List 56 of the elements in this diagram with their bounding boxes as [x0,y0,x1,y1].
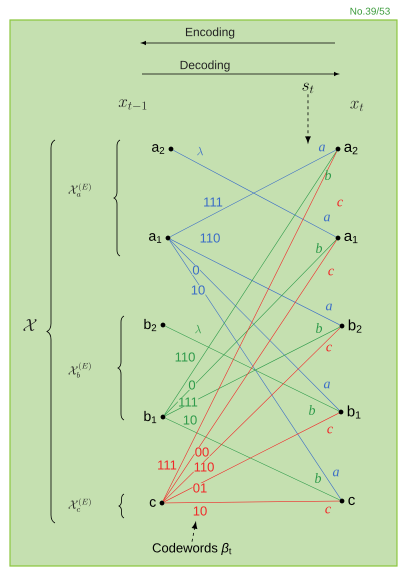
connector-line [164,328,340,502]
symbol-label: a [324,214,330,222]
connector-line [170,238,340,326]
state-label: b$_{2}$ [348,319,362,333]
edge-label: 0 [188,380,196,390]
symbol-label: b [316,243,322,253]
state-label: a$_{2}$ [344,144,358,154]
symbol-label: a [332,470,339,476]
state-label: a$_{1}$ [344,232,358,244]
symbol-label: $x_t$ [350,100,364,112]
direction-label: Encoding [186,27,234,39]
symbol-label: c [337,200,343,206]
connector-line [162,151,338,501]
edge-label: 111 [178,397,198,407]
page-number: No.39/53 [350,7,390,15]
symbol-label: a [326,304,332,310]
edge-label: 10 [192,506,208,516]
symbol-label: c [325,506,331,514]
symbol-label: $s_t$ [302,82,314,94]
edge-label: 110 [199,233,221,243]
direction-label: Decoding [180,60,230,72]
state-label: c [348,496,355,506]
symbol-label: b [309,405,316,415]
state-label: b$_{2}$ [144,318,156,332]
symbol-label: c [328,268,334,276]
symbol-label: a [318,144,325,152]
arrow [192,522,198,542]
connector-line [164,500,340,504]
state-label: a$_{2}$ [152,144,164,154]
edge-label: 110 [193,462,215,472]
edge-label: 10 [182,415,198,425]
edge-label: 00 [194,447,210,457]
symbol-label: c [327,426,333,434]
connector-line [164,150,337,416]
symbol-label: $\mathcal{X}$ [23,319,37,331]
symbol-label: $\mathcal{X}_b^{(E)}$ [68,362,91,378]
symbol-label: b [316,323,322,333]
caption-text: Codewords β$_{t}$ [152,542,232,556]
symbol-label: $\mathcal{X}_c^{(E)}$ [68,498,91,512]
edge-label: 0 [192,265,200,275]
arrow [305,94,311,144]
edge-label: 10 [190,285,206,295]
state-label: b$_{1}$ [348,405,360,419]
state-label: c [150,499,156,507]
symbol-label: $x_{t-1}$ [118,99,146,110]
edge-label: 110 [174,352,196,362]
symbol-label: $\mathcal{X}_a^{(E)}$ [68,183,91,197]
symbol-label: b [325,170,332,180]
edge-label: 111 [202,197,224,207]
state-label: a$_{1}$ [149,233,162,243]
symbol-label: b [315,473,322,483]
edge-label: 01 [192,483,208,493]
symbol-label: c [326,344,332,352]
edge-label: 111 [156,460,178,470]
symbol-label: a [324,382,330,388]
state-label: b$_{1}$ [144,410,156,424]
